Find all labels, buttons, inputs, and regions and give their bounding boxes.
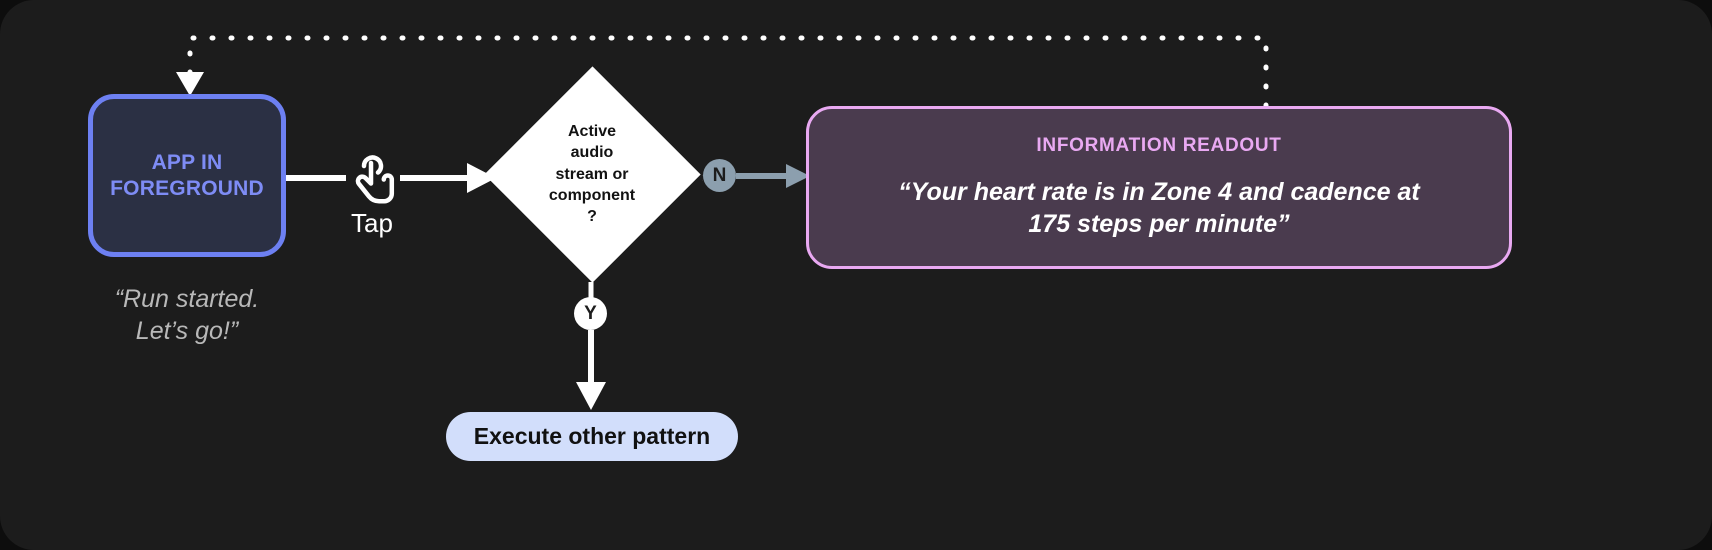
arrowhead-return-to-app [176,72,204,96]
execute-pill-label: Execute other pattern [473,423,711,449]
decision-line2: audio [570,144,614,162]
node-execute-other-pattern[interactable]: Execute other pattern [446,412,738,461]
branch-badge-no: N [703,159,736,192]
tap-gesture-icon [346,150,398,206]
node-decision-active-audio[interactable]: Active audio stream or component ? [483,65,701,283]
arrowhead-to-execute [576,382,606,410]
branch-badge-yes: Y [574,297,607,330]
readout-quote: “Your heart rate is in Zone 4 and cadenc… [849,176,1469,241]
app-node-label-line2: FOREGROUND [110,176,264,200]
tap-gesture-label: Tap [351,208,393,238]
decision-line5: ? [587,207,597,225]
app-caption-line1: “Run started. [114,285,260,313]
app-node-label: APP IN FOREGROUND [110,150,264,201]
node-information-readout[interactable]: INFORMATION READOUT “Your heart rate is … [806,106,1512,269]
decision-line3: stream or [555,165,629,183]
decision-line1: Active [567,122,617,140]
node-app-in-foreground[interactable]: APP IN FOREGROUND [88,94,286,257]
app-node-caption: “Run started. Let’s go!” [78,283,296,347]
readout-title: INFORMATION READOUT [1036,134,1282,156]
readout-quote-line1: “Your heart rate is in Zone 4 and cadenc… [898,177,1420,206]
app-caption-line2: Let’s go!” [135,317,239,345]
readout-quote-line2: 175 steps per minute” [1028,210,1290,238]
decision-line4: component [548,186,636,204]
decision-diamond-text: Active audio stream or component ? [484,121,700,227]
return-path-dotted [187,35,1269,109]
app-node-label-line1: APP IN [151,150,223,174]
